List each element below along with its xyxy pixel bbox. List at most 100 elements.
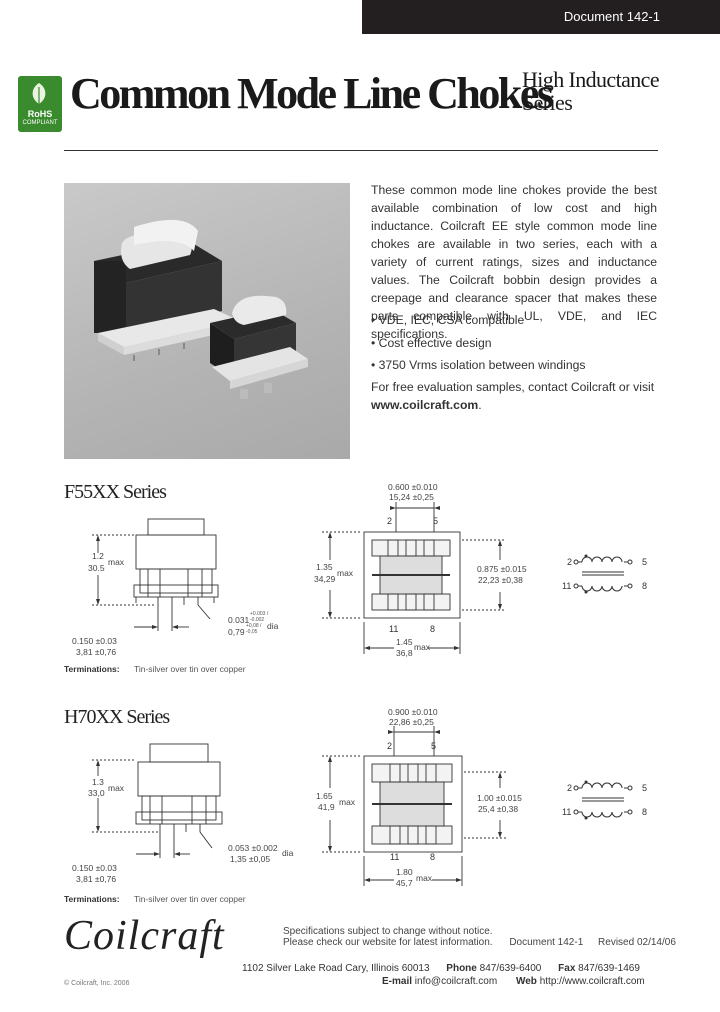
f55xx-top-view-drawing <box>322 502 506 654</box>
fax-label: Fax <box>558 963 576 974</box>
h70xx-side-view-drawing <box>92 743 223 858</box>
rohs-logo: RoHS COMPLIANT <box>18 76 62 132</box>
h70-height-mm: 33,0 <box>88 788 105 798</box>
email-label: E-mail <box>382 976 413 987</box>
rohs-compliant-text: COMPLIANT <box>22 120 58 126</box>
leaf-icon <box>32 83 46 104</box>
f55-dia-in-tol: +0.003 / -0.002 <box>250 611 269 623</box>
h70-bottom-in: 1.80 <box>396 867 413 877</box>
h70-side-max: max <box>339 797 356 807</box>
h70-side-in: 1.65 <box>316 791 333 801</box>
h70-height-in: 1.3 <box>92 777 104 787</box>
h70-right-mm: 25,4 ±0,38 <box>478 804 519 814</box>
f55-height-in: 1.2 <box>92 551 104 561</box>
f55-terminations: Terminations: Tin-silver over tin over c… <box>64 664 246 674</box>
h70-schem-pin-2: 2 <box>567 783 573 793</box>
f55-pin-br: 8 <box>430 624 436 634</box>
f55xx-side-view-drawing <box>92 518 219 631</box>
f55-pin-tr: 5 <box>433 516 439 526</box>
h70-dia-in: 0.053 ±0.002 <box>228 843 278 853</box>
f55-pin-tl: 2 <box>387 516 393 526</box>
f55-height-max: max <box>108 557 125 567</box>
coilcraft-logo: Coilcraft <box>64 913 225 959</box>
h70-height-max: max <box>108 783 125 793</box>
page-subtitle: High Inductance Series <box>522 67 660 115</box>
f55-side-max: max <box>337 568 354 578</box>
h70-bottom-max: max <box>416 873 433 883</box>
f55-pitch-mm: 3,81 ±0,76 <box>76 647 117 657</box>
intro-paragraph: These common mode line chokes provide th… <box>371 181 657 343</box>
f55-height-mm: 30.5 <box>88 563 105 573</box>
phone-number: 847/639-6400 <box>479 963 542 974</box>
f55-schem-pin-2: 2 <box>567 557 573 567</box>
fax-number: 847/639-1469 <box>578 963 640 974</box>
h70-pin-tr: 5 <box>431 741 437 751</box>
f55-top-in: 0.600 ±0.010 <box>388 482 438 492</box>
h70-pin-br: 8 <box>430 852 436 862</box>
spec-notice-line-2: Please check our website for latest info… <box>283 937 676 948</box>
email-link[interactable]: info@coilcraft.com <box>414 976 498 987</box>
website-link[interactable]: www.coilcraft.com <box>371 398 479 412</box>
f55-bottom-max: max <box>414 642 431 652</box>
h70-schem-pin-5: 5 <box>642 783 648 793</box>
h70xx-top-view-drawing <box>322 726 506 886</box>
f55-dia-in: 0.031 <box>228 615 250 625</box>
f55xx-schematic <box>573 554 633 594</box>
f55-dia-mm-tol: +0,08 / -0,05 <box>246 623 262 635</box>
h70-right-in: 1.00 ±0.015 <box>477 793 522 803</box>
h70-top-in: 0.900 ±0.010 <box>388 707 438 717</box>
footer-document-number: Document 142-1 <box>509 937 584 948</box>
document-number-bar: Document 142-1 <box>362 0 720 34</box>
h70-terminations: Terminations: Tin-silver over tin over c… <box>64 894 246 904</box>
spec-notice-text: Please check our website for latest info… <box>283 937 493 948</box>
h70-top-mm: 22,86 ±0,25 <box>389 717 434 727</box>
f55-dia-label: dia <box>267 621 279 631</box>
h70-pitch-in: 0.150 ±0.03 <box>72 863 117 873</box>
contact-period: . <box>478 398 482 412</box>
f55-schem-pin-5: 5 <box>642 557 648 567</box>
spec-notice: Specifications subject to change without… <box>283 926 676 948</box>
spec-notice-line-1: Specifications subject to change without… <box>283 926 493 937</box>
f55-pin-bl: 11 <box>389 624 399 634</box>
page-title: Common Mode Line Chokes <box>70 69 554 118</box>
phone-label: Phone <box>446 963 477 974</box>
feature-item: • Cost effective design <box>371 335 492 350</box>
h70xx-series-heading: H70XX Series <box>64 706 170 728</box>
f55-bottom-in: 1.45 <box>396 637 413 647</box>
f55-bottom-mm: 36,8 <box>396 648 413 658</box>
document-number: Document 142-1 <box>563 9 660 24</box>
footer-contact-row: E-mail info@coilcraft.com Web http://www… <box>382 976 645 987</box>
feature-item: • 3750 Vrms isolation between windings <box>371 358 586 372</box>
h70-schem-pin-11: 11 <box>562 807 572 817</box>
f55-side-mm: 34,29 <box>314 574 336 584</box>
product-photo <box>64 183 350 459</box>
rohs-text: RoHS <box>27 109 53 119</box>
f55-schem-pin-8: 8 <box>642 581 648 591</box>
feature-item: • VDE, IEC, CSA compatible <box>371 313 525 327</box>
contact-paragraph: For free evaluation samples, contact Coi… <box>371 378 661 414</box>
h70-pin-tl: 2 <box>387 741 393 751</box>
f55-top-mm: 15,24 ±0,25 <box>389 492 434 502</box>
h70-term-label: Terminations: <box>64 894 120 904</box>
h70-side-mm: 41,9 <box>318 802 335 812</box>
f55-right-mm: 22,23 ±0,38 <box>478 575 523 585</box>
f55-term-label: Terminations: <box>64 664 120 674</box>
intro-text: These common mode line chokes provide th… <box>371 183 657 341</box>
footer-revised: Revised 02/14/06 <box>598 937 676 948</box>
h70-pitch-mm: 3,81 ±0,76 <box>76 874 117 884</box>
f55-schem-pin-11: 11 <box>562 581 572 591</box>
f55-right-in: 0.875 ±0.015 <box>477 564 527 574</box>
h70-schem-pin-8: 8 <box>642 807 648 817</box>
feature-list: • VDE, IEC, CSA compatible • Cost effect… <box>371 311 661 379</box>
contact-text: For free evaluation samples, contact Coi… <box>371 380 655 394</box>
subtitle-line-2: Series <box>522 90 573 115</box>
subtitle-line-1: High Inductance <box>522 67 660 92</box>
h70-dia-label: dia <box>282 848 294 858</box>
h70-bottom-mm: 45,7 <box>396 878 413 888</box>
f55xx-series-heading: F55XX Series <box>64 481 167 503</box>
copyright: © Coilcraft, Inc. 2006 <box>64 980 130 987</box>
h70xx-schematic <box>573 780 633 820</box>
f55-term-text: Tin-silver over tin over copper <box>133 664 246 674</box>
f55-pitch-in: 0.150 ±0.03 <box>72 636 117 646</box>
web-link[interactable]: http://www.coilcraft.com <box>539 976 645 987</box>
